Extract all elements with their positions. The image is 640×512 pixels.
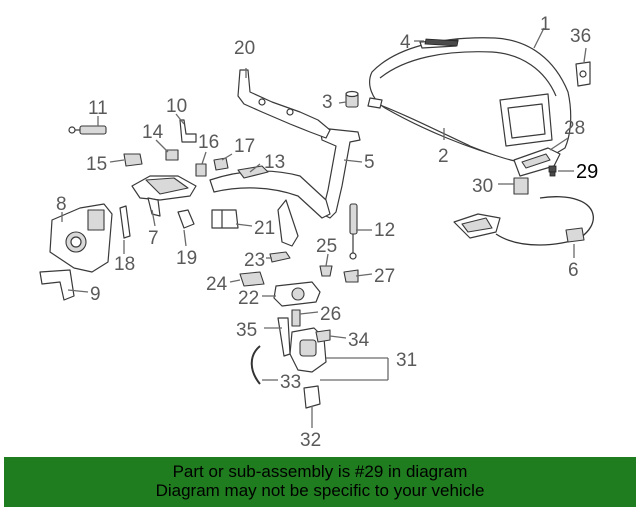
clip-23 xyxy=(269,251,291,263)
callout-27: 27 xyxy=(374,266,395,287)
trunk-lid xyxy=(369,37,572,163)
callout-1: 1 xyxy=(540,14,551,35)
callout-23: 23 xyxy=(244,250,265,271)
bracket-35 xyxy=(277,317,291,357)
actuator-22 xyxy=(273,281,321,307)
part-info-banner: Part or sub-assembly is #29 in diagram D… xyxy=(4,457,636,507)
gas-strut-left xyxy=(68,125,107,135)
clip-17 xyxy=(213,157,229,171)
fastener-27 xyxy=(343,269,359,283)
part-29 xyxy=(548,165,557,177)
callout-28: 28 xyxy=(564,118,585,139)
parts-diagram: 1 2 3 4 5 6 7 8 9 10 11 12 13 14 15 16 1… xyxy=(39,14,598,451)
callout-24: 24 xyxy=(206,274,228,295)
bolt-26 xyxy=(291,309,301,327)
callout-12: 12 xyxy=(374,220,395,241)
clip-14 xyxy=(165,149,179,161)
bumper-part xyxy=(345,90,359,108)
callout-33: 33 xyxy=(280,372,301,393)
bracket-32 xyxy=(303,385,321,409)
pad-24 xyxy=(239,271,265,287)
hinge-bracket xyxy=(237,69,331,139)
bumper-30 xyxy=(513,177,529,195)
callout-20: 20 xyxy=(234,38,255,59)
callout-35: 35 xyxy=(236,320,257,341)
callout-16: 16 xyxy=(198,132,219,153)
clip-10 xyxy=(179,119,197,143)
callout-13: 13 xyxy=(264,152,285,173)
banner-line-2: Diagram may not be specific to your vehi… xyxy=(155,481,485,500)
connector-34 xyxy=(315,329,331,343)
callout-21: 21 xyxy=(254,218,275,239)
callout-10: 10 xyxy=(166,96,187,117)
latch-assembly xyxy=(131,175,197,217)
callout-numbers: 1 2 3 4 5 6 7 8 9 10 11 12 13 14 15 16 1… xyxy=(56,14,598,451)
callout-8: 8 xyxy=(56,194,67,215)
leader-lines xyxy=(61,27,587,428)
callout-31: 31 xyxy=(396,350,417,371)
callout-22: 22 xyxy=(238,288,259,309)
fastener-25 xyxy=(319,265,333,277)
grommet-15 xyxy=(123,153,143,167)
plate xyxy=(39,269,75,301)
callout-2: 2 xyxy=(438,146,449,167)
callout-14: 14 xyxy=(142,122,164,143)
bracket-21 xyxy=(211,209,239,229)
insert-13 xyxy=(237,165,269,179)
callout-26: 26 xyxy=(320,304,341,325)
callout-18: 18 xyxy=(114,254,135,275)
callout-17: 17 xyxy=(234,136,255,157)
release-cable xyxy=(453,196,594,246)
callout-19: 19 xyxy=(176,248,197,269)
hose-33 xyxy=(250,345,261,385)
callout-36: 36 xyxy=(570,26,591,47)
callout-34: 34 xyxy=(348,330,370,351)
callout-32: 32 xyxy=(300,430,321,451)
callout-7: 7 xyxy=(148,228,159,249)
callout-30: 30 xyxy=(472,176,493,197)
callout-25: 25 xyxy=(316,236,337,257)
emblem xyxy=(424,38,459,47)
callout-5: 5 xyxy=(364,152,375,173)
callout-3: 3 xyxy=(322,92,333,113)
hinge xyxy=(319,127,361,219)
callout-9: 9 xyxy=(90,284,101,305)
callout-29: 29 xyxy=(576,161,598,183)
callout-4: 4 xyxy=(400,32,411,53)
clip-16 xyxy=(195,163,207,177)
gas-strut-right xyxy=(349,203,358,260)
lock-housing xyxy=(49,203,113,273)
rod xyxy=(119,205,131,239)
callout-6: 6 xyxy=(568,260,579,281)
callout-11: 11 xyxy=(88,98,108,119)
banner-line-1: Part or sub-assembly is #29 in diagram xyxy=(172,462,468,481)
bracket-19 xyxy=(177,209,195,229)
callout-15: 15 xyxy=(86,154,107,175)
